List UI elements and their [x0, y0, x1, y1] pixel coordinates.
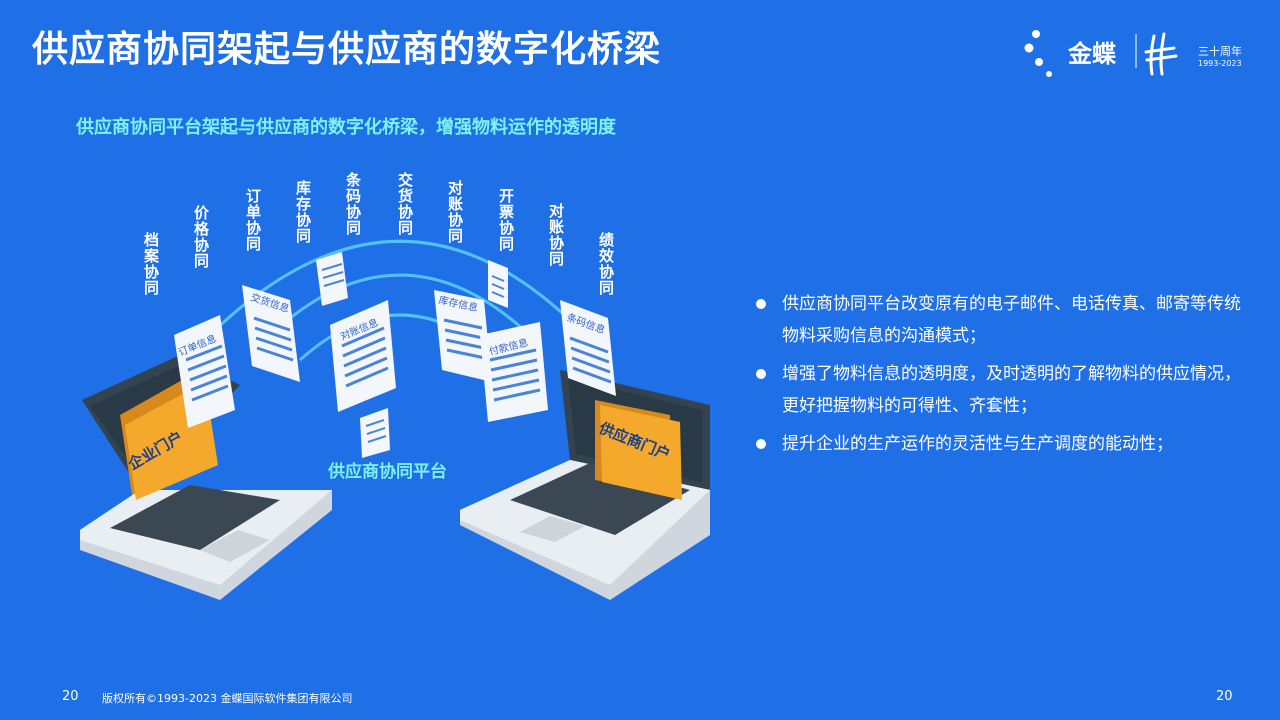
kingdee-logo	[1024, 30, 1178, 77]
doc-tiny-2	[488, 260, 508, 308]
logo-brand-name: 金蝶	[1068, 40, 1116, 68]
label-delivery: 交货协同	[396, 172, 414, 236]
copyright-text: 版权所有©1993-2023 金蝶国际软件集团有限公司	[102, 692, 353, 705]
bullet-item: 增强了物料信息的透明度，及时透明的了解物料的供应情况，更好把握物料的可得性、齐套…	[756, 358, 1246, 422]
doc-delivery-info	[242, 285, 300, 382]
label-price: 价格协同	[192, 205, 210, 269]
label-inventory: 库存协同	[294, 180, 312, 244]
label-archive: 档案协同	[142, 232, 160, 296]
bullet-item: 供应商协同平台改变原有的电子邮件、电话传真、邮寄等传统物料采购信息的沟通模式；	[756, 288, 1246, 352]
bullet-text: 提升企业的生产运作的灵活性与生产调度的能动性；	[782, 434, 1173, 454]
bullet-text: 增强了物料信息的透明度，及时透明的了解物料的供应情况，更好把握物料的可得性、齐套…	[782, 364, 1241, 416]
doc-inventory-info	[434, 290, 492, 382]
logo-years: 1993-2023	[1198, 59, 1242, 68]
page-number-right: 20	[1216, 689, 1233, 704]
label-order: 订单协同	[244, 188, 262, 252]
doc-tiny-3	[360, 408, 390, 458]
label-performance: 绩效协同	[597, 232, 615, 296]
label-invoice: 开票协同	[497, 188, 515, 252]
logo-anniversary: 三十周年	[1198, 45, 1242, 58]
subtitle: 供应商协同平台架起与供应商的数字化桥梁，增强物料运作的透明度	[76, 117, 616, 138]
page-number-left: 20	[62, 689, 79, 704]
platform-label: 供应商协同平台	[328, 462, 447, 482]
bullet-item: 提升企业的生产运作的灵活性与生产调度的能动性；	[756, 428, 1246, 460]
supplier-collaboration-illustration: 订单信息 交货信息 对账信息 库存信息 付款信息 条码信息 企业门户 供应商门户	[80, 239, 710, 600]
bullet-text: 供应商协同平台改变原有的电子邮件、电话传真、邮寄等传统物料采购信息的沟通模式；	[782, 294, 1241, 346]
doc-order-info	[174, 315, 235, 428]
bullet-dot-icon	[756, 439, 766, 449]
bullet-dot-icon	[756, 299, 766, 309]
doc-payment-info	[480, 322, 548, 422]
bullet-dot-icon	[756, 369, 766, 379]
doc-tiny-1	[316, 252, 348, 306]
doc-barcode-info	[560, 300, 616, 396]
bullet-list: 供应商协同平台改变原有的电子邮件、电话传真、邮寄等传统物料采购信息的沟通模式； …	[756, 288, 1246, 466]
label-barcode: 条码协同	[344, 172, 362, 236]
right-folder	[595, 400, 682, 500]
label-reconcile-2: 对账协同	[547, 203, 565, 267]
page-title: 供应商协同架起与供应商的数字化桥梁	[32, 29, 662, 70]
label-reconcile: 对账协同	[446, 180, 464, 244]
doc-reconcile-info	[330, 300, 396, 412]
